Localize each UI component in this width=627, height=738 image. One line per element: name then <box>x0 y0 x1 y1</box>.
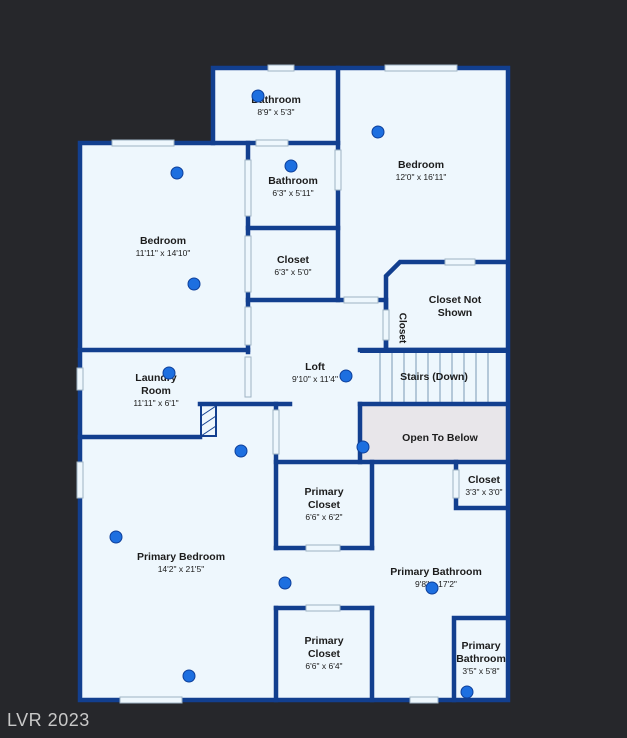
room-name: Primary Bedroom <box>136 551 226 563</box>
photo-hotspot-loft[interactable] <box>339 369 353 383</box>
room-name: Primary Bathroom <box>456 640 506 665</box>
room-dimensions: 14'2" x 21'5" <box>157 564 205 574</box>
room-name: Stairs (Down) <box>400 371 468 383</box>
small-closet-label: Closet <box>396 312 408 344</box>
room-dimensions: 9'10" x 11'4" <box>292 374 338 384</box>
openings <box>76 64 476 704</box>
room-dimensions: 3'3" x 3'0" <box>465 487 503 497</box>
room-dimensions: 11'11" x 6'1" <box>133 398 179 408</box>
room-name: Bathroom <box>268 175 318 187</box>
room-bedroom-ne: Bedroom 12'0" x 16'11" <box>396 159 447 183</box>
photo-hotspot-laundry[interactable] <box>162 366 176 380</box>
room-closet-mid: Closet 6'3" x 5'0" <box>274 254 311 278</box>
photo-hotspot-bedroom-w-2[interactable] <box>187 277 201 291</box>
room-primary-closet-2: Primary Closet 6'6" x 6'4" <box>304 635 343 672</box>
room-dimensions: 3'5" x 5'8" <box>462 666 500 676</box>
room-name: Primary Closet <box>304 486 344 511</box>
photo-hotspot-hall[interactable] <box>356 440 370 454</box>
photo-hotspot-primary-bed-4[interactable] <box>182 669 196 683</box>
room-closet-not-shown: Closet Not Shown <box>429 294 482 320</box>
room-dimensions: 11'11" x 14'10" <box>135 248 191 258</box>
photo-hotspot-bedroom-w-1[interactable] <box>170 166 184 180</box>
stair-treads <box>379 352 489 402</box>
room-bedroom-west: Bedroom 11'11" x 14'10" <box>136 235 191 259</box>
floor-fill <box>80 68 508 700</box>
photo-hotspot-bathroom-top[interactable] <box>251 89 265 103</box>
photo-hotspot-primary-bath[interactable] <box>425 581 439 595</box>
laundry-vent <box>200 403 217 437</box>
room-loft: Loft 9'10" x 11'4" <box>292 361 338 385</box>
room-primary-bedroom: Primary Bedroom 14'2" x 21'5" <box>137 551 225 575</box>
room-name: Bedroom <box>139 235 187 247</box>
room-dimensions: 12'0" x 16'11" <box>395 172 447 182</box>
room-name: Closet Not Shown <box>428 294 482 319</box>
room-closet-east: Closet 3'3" x 3'0" <box>465 474 502 498</box>
photo-hotspot-primary-bed-3[interactable] <box>278 576 292 590</box>
room-open-to-below: Open To Below <box>402 432 478 445</box>
room-name: Closet <box>467 474 501 486</box>
room-primary-closet-1: Primary Closet 6'6" x 6'2" <box>304 486 343 523</box>
room-dimensions: 6'6" x 6'2" <box>305 512 343 522</box>
room-primary-bathroom-small: Primary Bathroom 3'5" x 5'8" <box>456 640 506 677</box>
watermark: LVR 2023 <box>7 710 90 730</box>
room-name: Open To Below <box>402 432 478 444</box>
room-name: Loft <box>305 361 325 373</box>
photo-hotspot-bathroom-mid[interactable] <box>284 159 298 173</box>
open-to-below-area <box>362 405 506 460</box>
photo-hotspot-bedroom-ne[interactable] <box>371 125 385 139</box>
walls <box>77 65 511 703</box>
photo-hotspot-primary-bed-2[interactable] <box>109 530 123 544</box>
room-bathroom-mid: Bathroom 6'3" x 5'11" <box>268 175 318 199</box>
room-dimensions: 6'3" x 5'0" <box>274 267 312 277</box>
room-name: Primary Bathroom <box>390 566 482 578</box>
room-name: Closet <box>276 254 310 266</box>
room-name: Bedroom <box>397 159 445 171</box>
photo-hotspot-primary-bed-1[interactable] <box>234 444 248 458</box>
room-dimensions: 6'6" x 6'4" <box>305 661 343 671</box>
room-dimensions: 8'9" x 5'3" <box>257 107 295 117</box>
room-name: Primary Closet <box>304 635 344 660</box>
photo-hotspot-primary-bath-small[interactable] <box>460 685 474 699</box>
room-stairs: Stairs (Down) <box>400 371 468 384</box>
room-dimensions: 6'3" x 5'11" <box>272 188 314 198</box>
